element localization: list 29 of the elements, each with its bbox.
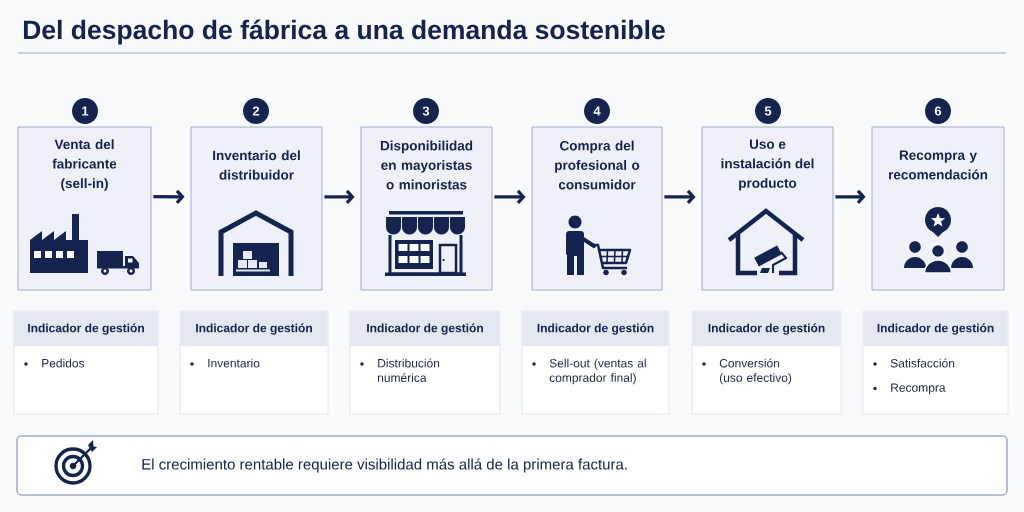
- arrow: [835, 189, 866, 204]
- number-badge: 6: [925, 98, 951, 124]
- list-item: Distribución numérica: [378, 358, 440, 382]
- step-box: Uso e instalación del producto: [701, 126, 834, 291]
- step-box: Compra del profesional o consumidor: [531, 126, 663, 291]
- arrow: [324, 189, 355, 204]
- list-item: Inventario: [208, 358, 260, 368]
- card-header: Indicador de gestión: [692, 311, 841, 346]
- list-item: Pedidos: [42, 358, 85, 368]
- message-box: El crecimiento rentable requiere visibilidad más allá de la primera factura.: [16, 435, 1008, 496]
- list-item: Recompra: [891, 383, 946, 395]
- card-header: Indicador de gestión: [14, 311, 158, 346]
- number-badge: 1: [72, 98, 98, 124]
- arrow: [664, 189, 696, 204]
- card-header: Indicador de gestión: [350, 311, 500, 346]
- arrow: [494, 189, 526, 205]
- number-badge: 5: [755, 98, 781, 124]
- number-badge: 4: [584, 98, 610, 124]
- number-badge: 3: [413, 98, 439, 124]
- card-header: Indicador de gestión: [522, 311, 669, 346]
- card-header: Indicador de gestión: [863, 311, 1008, 346]
- list-item: Sell-out (ventas al comprador final): [549, 358, 646, 385]
- arrow: [153, 189, 185, 204]
- title: Del despacho de fábrica a una demanda sostenible: [24, 19, 665, 45]
- list-item: Conversión (uso efectivo): [719, 358, 792, 385]
- card-header: Indicador de gestión: [180, 311, 328, 346]
- list-item: Satisfacción: [890, 358, 955, 368]
- step-box: Recompra y recomendación: [871, 126, 1005, 291]
- number-badge: 2: [243, 98, 269, 124]
